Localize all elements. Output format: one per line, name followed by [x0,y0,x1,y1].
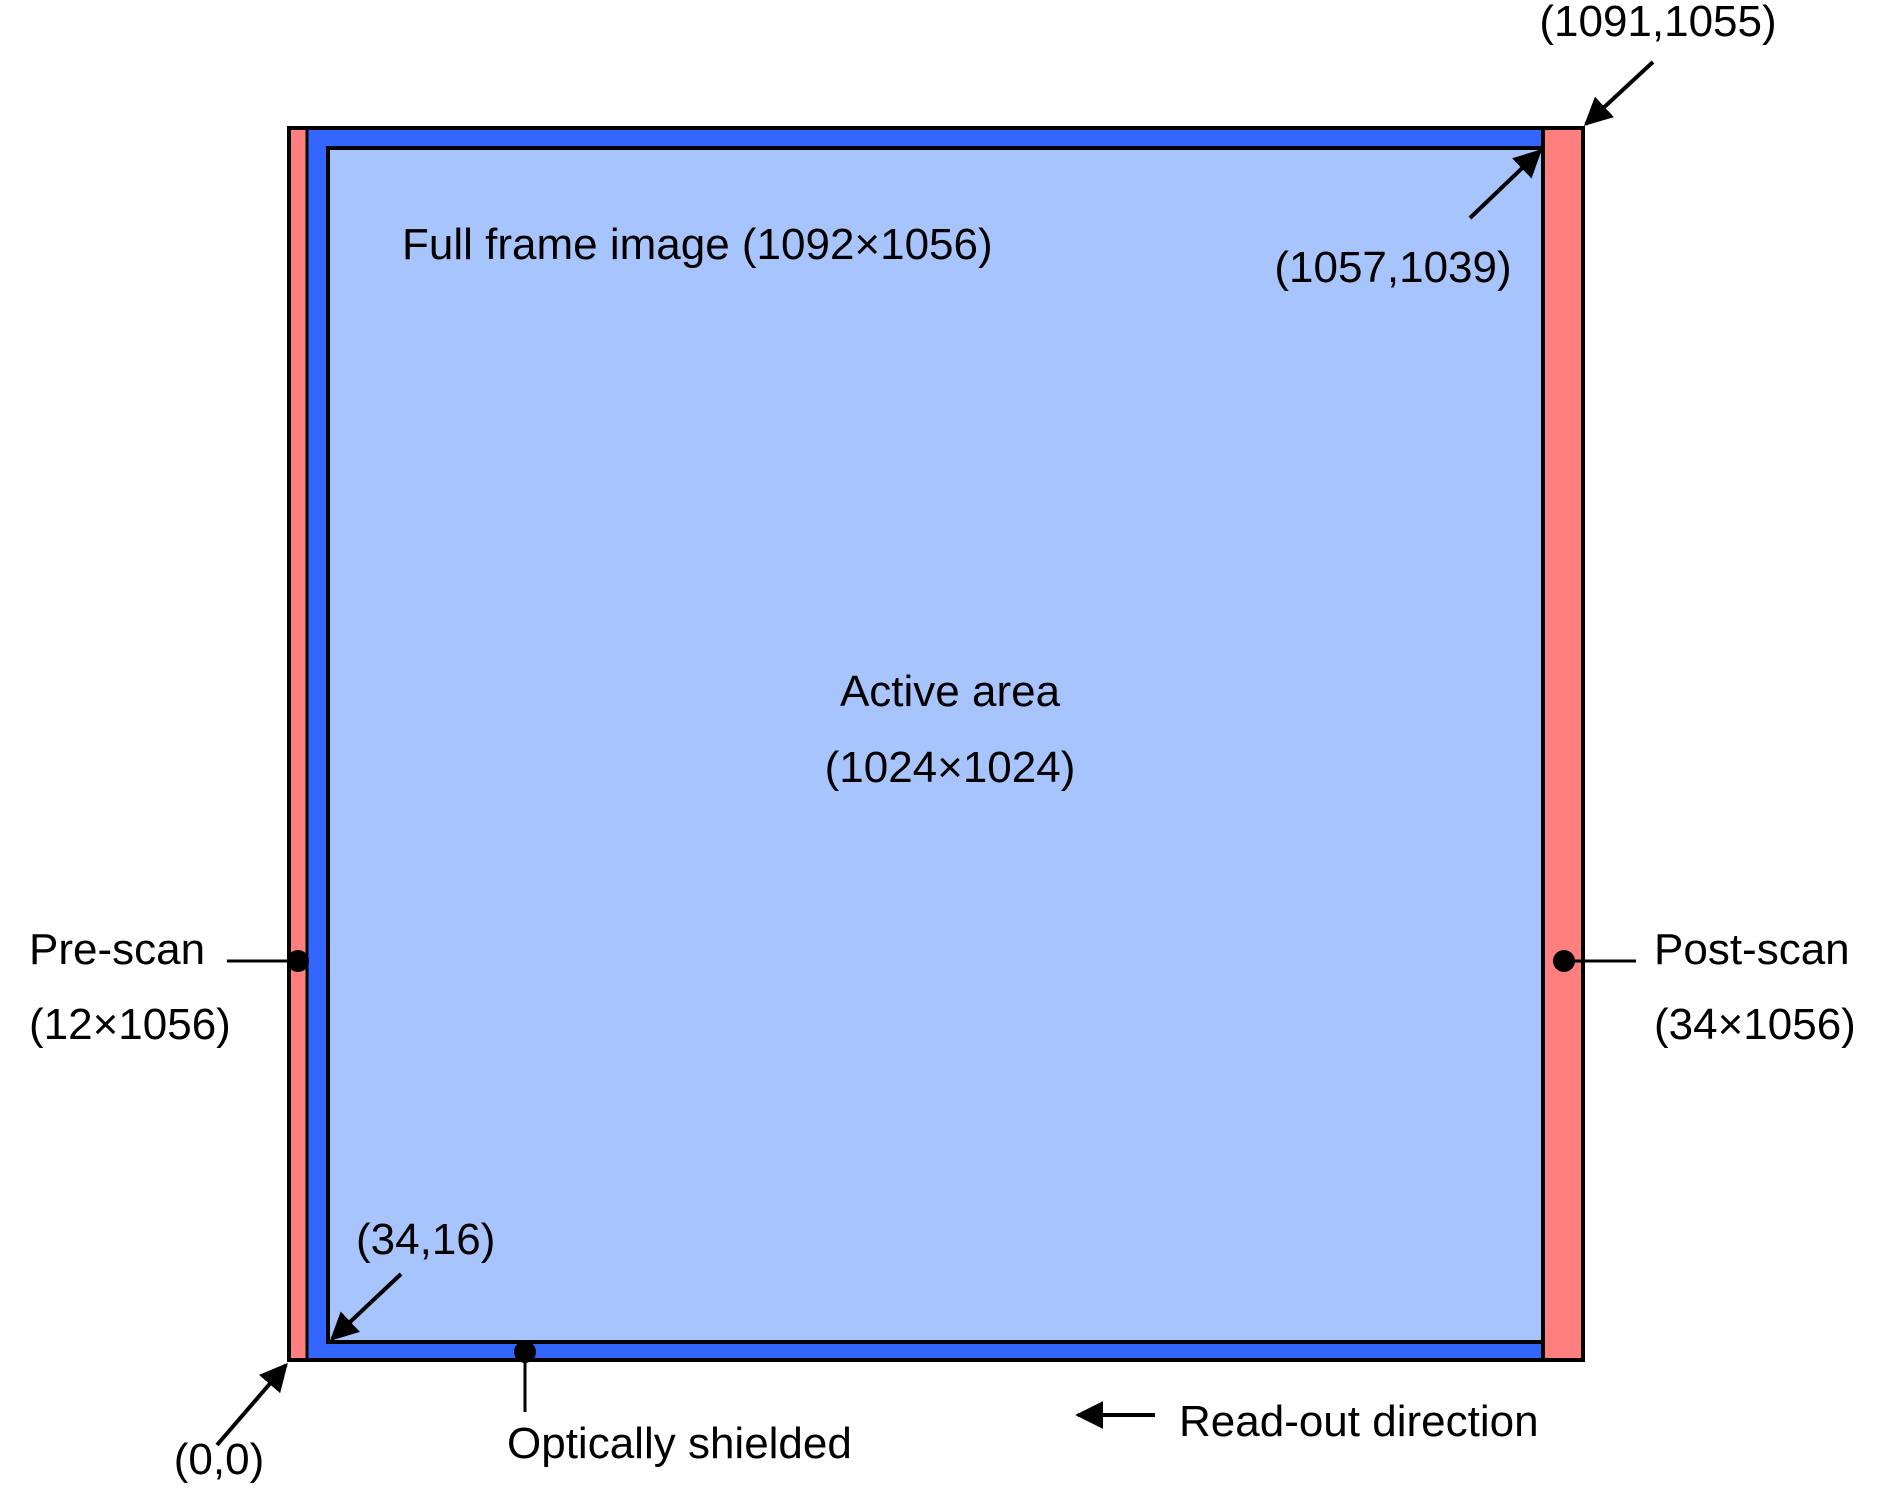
postscan-dot [1553,950,1575,972]
postscan-size: (34×1056) [1654,1000,1856,1049]
active-area-title: Active area [840,667,1061,716]
prescan-title: Pre-scan [29,925,205,974]
prescan-region [287,126,309,1362]
active-area [326,146,1545,1344]
coord-active-start-arrow [329,1272,403,1341]
active-area-size: (1024×1024) [825,743,1076,792]
full-frame-outline [287,126,1585,1362]
readout-label: Read-out direction [1179,1397,1539,1446]
coord-active-start: (34,16) [356,1215,495,1264]
full-frame-label: Full frame image (1092×1056) [402,220,993,269]
postscan-region [1541,126,1585,1362]
coord-origin-arrow [215,1362,288,1447]
optically-shielded-label: Optically shielded [507,1419,852,1468]
coord-active-end-arrow [1468,149,1543,220]
coord-frame-end: (1091,1055) [1539,0,1776,46]
coord-frame-end-arrow [1583,60,1655,126]
coord-active-end: (1057,1039) [1274,243,1511,292]
prescan-size: (12×1056) [29,1000,231,1049]
prescan-dot [287,950,309,972]
postscan-title: Post-scan [1654,925,1850,974]
